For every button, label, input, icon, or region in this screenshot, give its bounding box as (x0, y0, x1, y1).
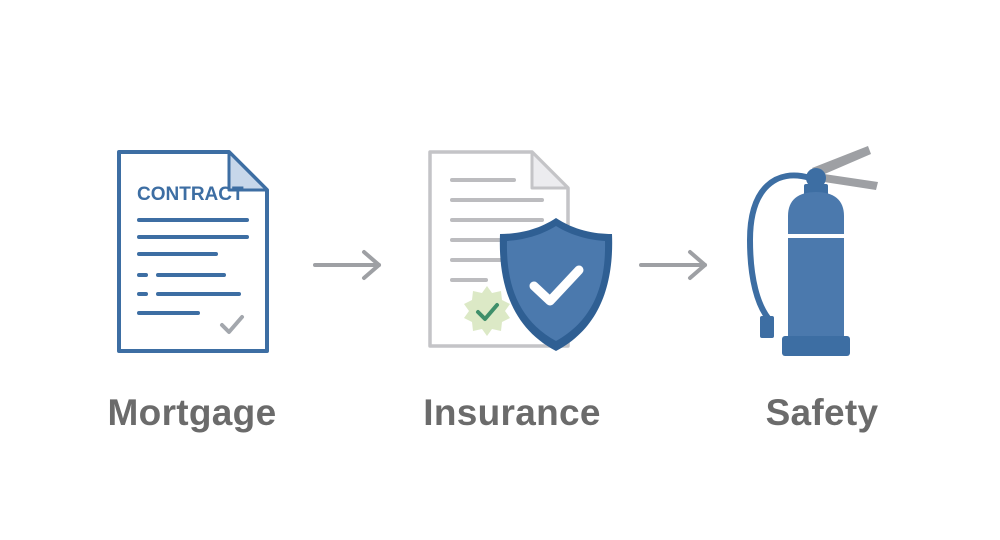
extinguisher-lever (812, 146, 878, 190)
shield-icon (499, 218, 613, 351)
arrow-right-icon (313, 250, 381, 280)
insurance-shield-icon (428, 150, 613, 351)
fire-extinguisher-icon (746, 146, 878, 356)
arrow-right-icon (639, 250, 707, 280)
flow-arrow-1 (312, 248, 384, 287)
contract-document-icon: CONTRACT (117, 150, 269, 353)
contract-heading: CONTRACT (137, 184, 244, 205)
checkmark-icon (220, 315, 244, 334)
step-label-mortgage: Mortgage (107, 392, 277, 433)
approval-seal-icon (464, 286, 510, 336)
step-insurance (424, 148, 624, 356)
step-label-safety: Safety (765, 392, 879, 433)
step-safety (740, 140, 890, 365)
step-label-insurance: Insurance (423, 392, 601, 433)
step-mortgage: CONTRACT (112, 148, 274, 356)
flow-arrow-2 (638, 248, 710, 287)
